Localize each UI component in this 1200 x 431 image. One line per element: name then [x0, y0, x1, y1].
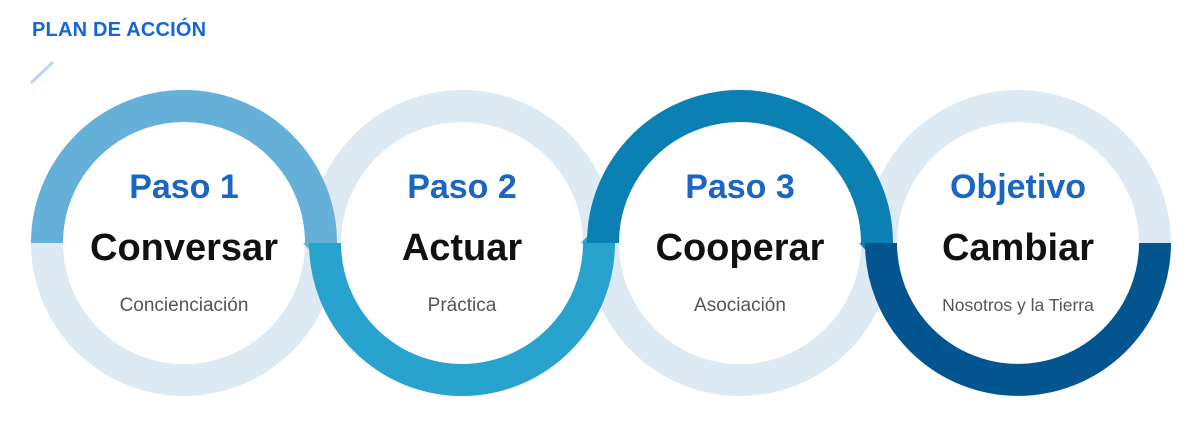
step-1: Paso 1 Conversar Concienciación [90, 168, 278, 316]
step-1-caption: Concienciación [120, 295, 249, 316]
step-3: Paso 3 Cooperar Asociación [656, 168, 825, 316]
arc-step-2 [309, 242, 615, 396]
step-goal-heading: Objetivo [950, 168, 1086, 206]
page-title: PLAN DE ACCIÓN [32, 19, 207, 41]
step-goal: Objetivo Cambiar Nosotros y la Tierra [942, 168, 1094, 315]
arc-step-4 [865, 242, 1171, 396]
arc-step-1 [31, 90, 337, 244]
arc-step-3 [587, 90, 893, 244]
step-3-action: Cooperar [656, 227, 825, 269]
colored-arcs [31, 90, 1171, 396]
step-goal-caption: Nosotros y la Tierra [942, 295, 1094, 315]
step-2-caption: Práctica [428, 295, 497, 316]
divider-slash [30, 61, 54, 84]
step-2: Paso 2 Actuar Práctica [402, 168, 523, 316]
step-goal-action: Cambiar [942, 227, 1094, 269]
step-1-action: Conversar [90, 227, 278, 269]
step-3-caption: Asociación [694, 295, 786, 316]
step-3-heading: Paso 3 [685, 168, 795, 206]
step-2-heading: Paso 2 [407, 168, 517, 206]
step-2-action: Actuar [402, 227, 523, 269]
step-1-heading: Paso 1 [129, 168, 239, 206]
